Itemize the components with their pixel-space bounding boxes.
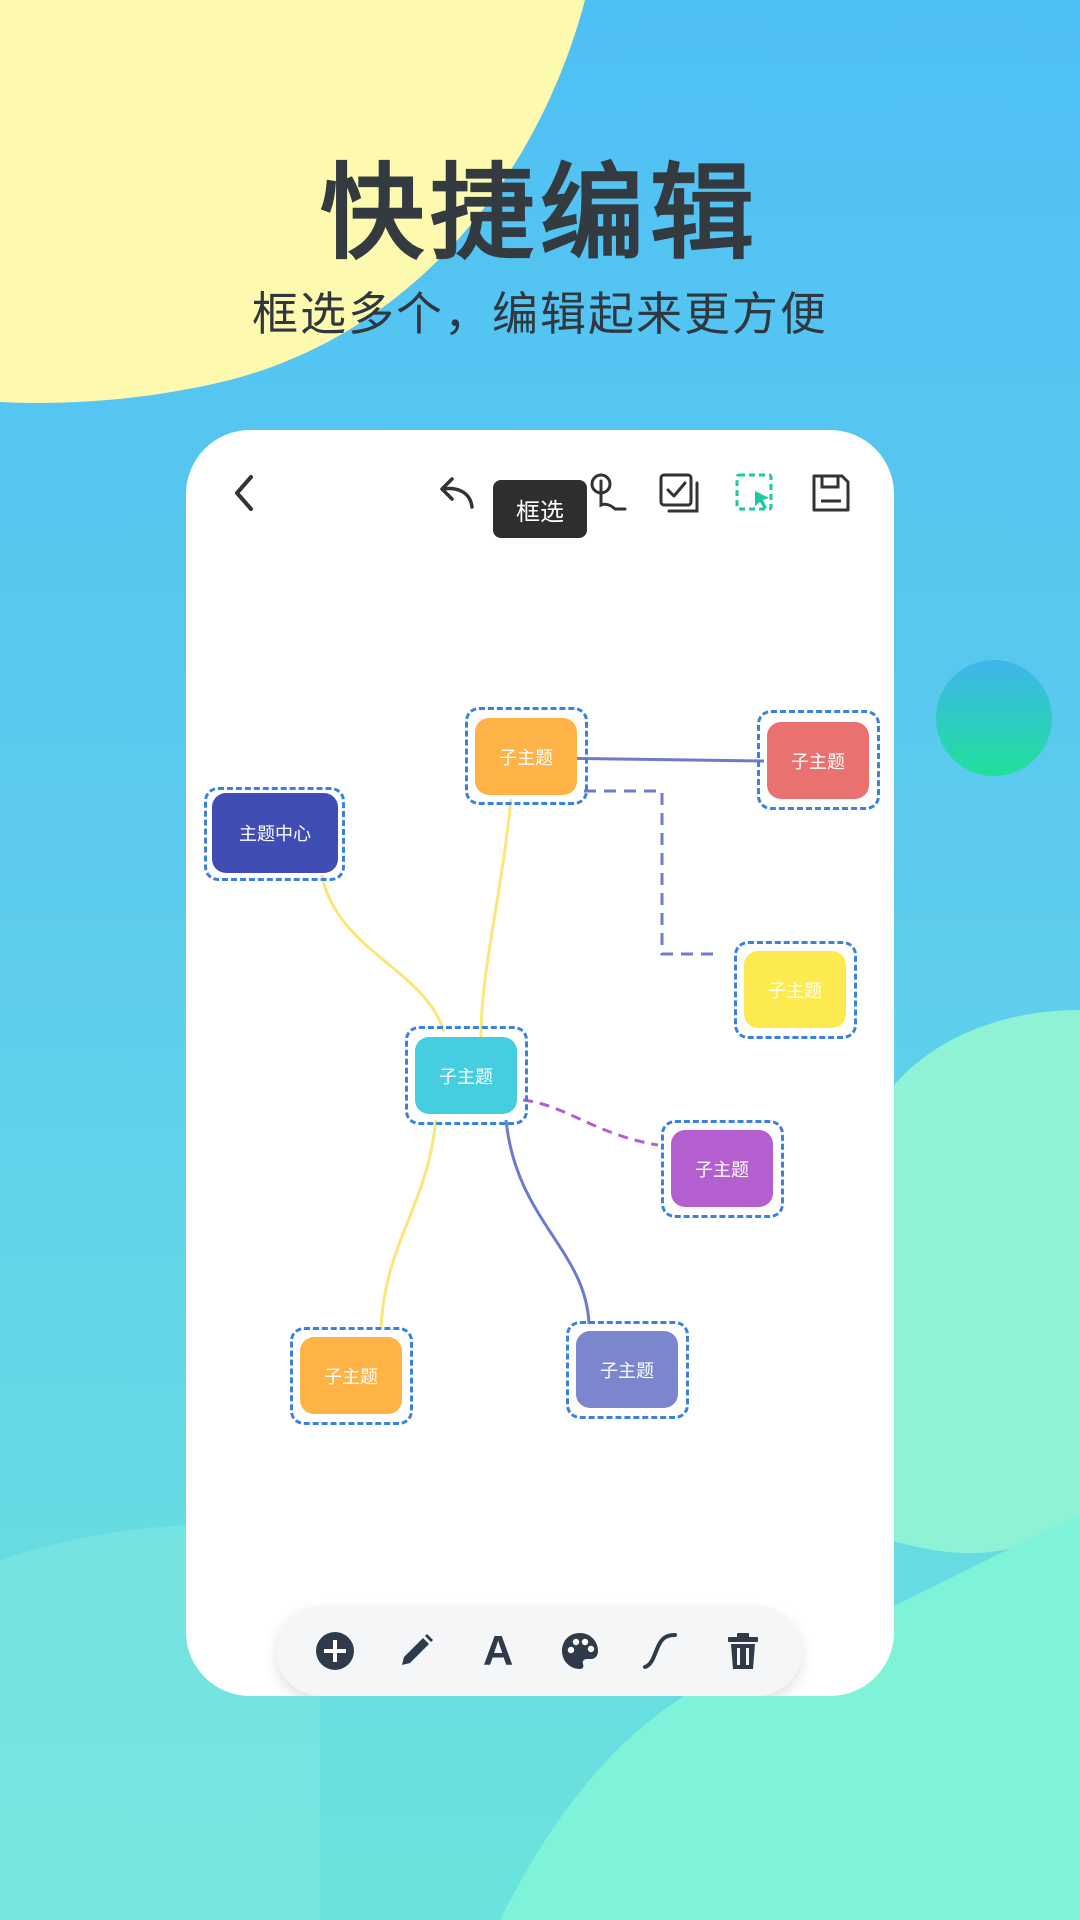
promo-headline: 快捷编辑 [319, 152, 760, 274]
undo-icon [440, 477, 474, 509]
bottom-toolbar: A [276, 1606, 802, 1696]
mindmap-connections [320, 756, 765, 1328]
touch-pointer-icon [590, 473, 627, 511]
delete-button[interactable] [719, 1627, 767, 1675]
color-button[interactable] [556, 1627, 604, 1675]
node-subtopic-yellow[interactable]: 子主题 [744, 951, 846, 1028]
node-subtopic-orange-bottom[interactable]: 子主题 [300, 1337, 402, 1414]
node-center-topic[interactable]: 主题中心 [212, 793, 338, 873]
selection-frame [661, 1120, 784, 1218]
curve-icon [643, 1633, 678, 1669]
marquee-tooltip: 框选 [493, 480, 587, 538]
selection-frame [405, 1026, 528, 1125]
pen-button[interactable] [392, 1627, 440, 1675]
checkbox-stack-icon [659, 473, 699, 513]
palette-icon [561, 1633, 598, 1669]
curve-button[interactable] [637, 1627, 685, 1675]
text-format-icon: A [482, 1627, 514, 1674]
selection-frame [566, 1321, 689, 1419]
node-subtopic-cyan[interactable]: 子主题 [415, 1037, 517, 1114]
add-node-button[interactable] [311, 1627, 359, 1675]
selection-frame [465, 707, 588, 805]
marquee-select-icon [735, 473, 773, 511]
trash-icon [728, 1633, 759, 1669]
node-subtopic-orange-top[interactable]: 子主题 [475, 718, 577, 795]
node-subtopic-periwinkle[interactable]: 子主题 [576, 1331, 678, 1408]
chevron-left-icon [235, 475, 253, 511]
phone-frame: 框选 主题中心 子主题 子主题 子主题 子主题 子主题 子主题 子主题 [186, 430, 894, 1696]
node-subtopic-purple[interactable]: 子主题 [671, 1130, 773, 1207]
node-subtopic-red[interactable]: 子主题 [767, 722, 869, 799]
text-button[interactable]: A [474, 1627, 522, 1675]
selection-frame [757, 710, 880, 810]
undo-button[interactable] [433, 468, 483, 518]
add-circle-icon [315, 1632, 354, 1670]
marquee-select-button[interactable] [730, 468, 780, 518]
save-icon [812, 474, 850, 512]
pencil-icon [402, 1634, 434, 1665]
selection-frame [290, 1327, 413, 1425]
touch-mode-button[interactable] [582, 468, 632, 518]
decorative-circle [936, 660, 1052, 776]
promo-subtitle: 框选多个，编辑起来更方便 [252, 287, 828, 341]
multi-select-button[interactable] [654, 468, 704, 518]
selection-frame [734, 941, 857, 1039]
back-button[interactable] [219, 468, 269, 518]
save-button[interactable] [806, 468, 856, 518]
selection-frame [204, 787, 345, 881]
